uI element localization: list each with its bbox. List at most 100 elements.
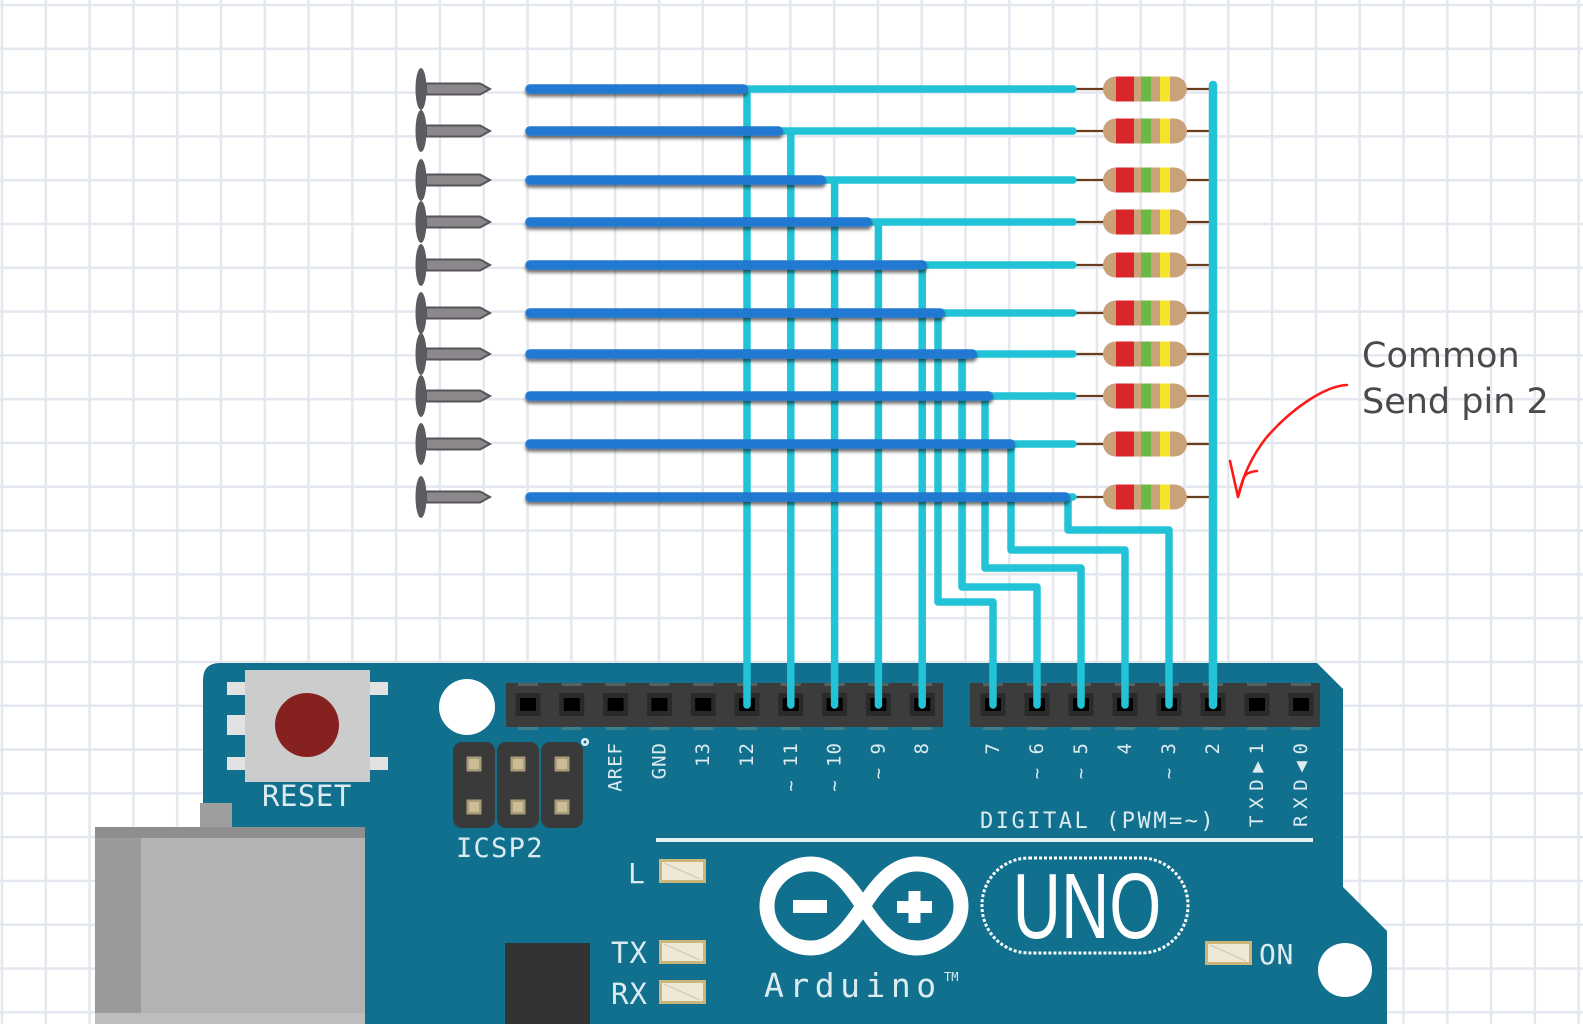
header-pin-12[interactable]: 12 [734, 683, 760, 767]
led-on: ON [1205, 938, 1294, 971]
digital-pwm-label: DIGITAL (PWM=~) [980, 809, 1216, 834]
resistor-1[interactable] [1073, 76, 1211, 102]
nail-head [415, 68, 427, 110]
resistor-band [1141, 118, 1151, 144]
nail-sensor-3[interactable] [415, 159, 493, 201]
nail-head [415, 292, 427, 334]
led-tx-label: TX [611, 936, 648, 970]
resistor-band [1116, 484, 1134, 510]
nail-shaft [425, 124, 493, 138]
resistor-band [1141, 484, 1151, 510]
resistor-9[interactable] [1073, 431, 1211, 457]
resistor-5[interactable] [1073, 252, 1211, 278]
resistor-band [1160, 383, 1170, 409]
resistor-band [1116, 76, 1134, 102]
trademark-label: TM [944, 970, 958, 984]
nail-head [415, 476, 427, 518]
resistor-band [1116, 167, 1134, 193]
uno-badge: UNO [980, 855, 1190, 959]
pin-label: 4 [1114, 742, 1136, 754]
resistor-band [1141, 431, 1151, 457]
pin-label: ~ 3 [1158, 742, 1180, 779]
nail-sensor-8[interactable] [415, 375, 493, 417]
nail-sensor-2[interactable] [415, 110, 493, 152]
resistor-band [1116, 431, 1134, 457]
silkscreen-divider [656, 838, 1313, 842]
resistor-7[interactable] [1073, 341, 1211, 367]
pin1-marker-icon [581, 738, 589, 746]
led-l: L [628, 857, 706, 890]
header-pin-unlabeled-1[interactable] [515, 683, 541, 730]
resistor-3[interactable] [1073, 167, 1211, 193]
nail-head [415, 201, 427, 243]
signal-wire-pin-7[interactable] [934, 309, 1077, 709]
resistor-10[interactable] [1073, 484, 1211, 510]
dark-component [505, 943, 590, 1024]
nail-head [415, 333, 427, 375]
nail-shaft [425, 347, 493, 361]
signal-wire-pin-11[interactable] [775, 127, 1077, 709]
minus-icon [793, 900, 827, 913]
header-pin-unlabeled-2[interactable] [559, 683, 585, 730]
arduino-infinity-logo-icon [759, 856, 969, 956]
nail-shaft [425, 258, 493, 272]
header-pin-AREF[interactable]: AREF [603, 683, 629, 792]
resistor-band [1160, 431, 1170, 457]
nail-shaft [425, 389, 493, 403]
resistor-8[interactable] [1073, 383, 1211, 409]
reset-button-cap[interactable] [275, 693, 339, 757]
nail-sensor-7[interactable] [415, 333, 493, 375]
nail-sensor-4[interactable] [415, 201, 493, 243]
header-pin-13[interactable]: 13 [690, 683, 716, 767]
resistor-2[interactable] [1073, 118, 1211, 144]
pin-label: 7 [982, 742, 1004, 754]
signal-wire-pin-9[interactable] [864, 218, 1077, 709]
nail-shaft [425, 490, 493, 504]
resistor-band [1160, 341, 1170, 367]
resistor-band [1160, 252, 1170, 278]
led-on-label: ON [1259, 938, 1294, 971]
reset-button[interactable] [227, 670, 388, 782]
sensor-wires [525, 84, 1070, 502]
nail-sensor-10[interactable] [415, 476, 493, 518]
annotation-line-1: Common [1362, 336, 1520, 376]
led-tx: TX [611, 936, 706, 970]
pin-label: GND [648, 742, 670, 779]
nail-shaft [425, 306, 493, 320]
pin-label: ~ 6 [1026, 742, 1048, 779]
led-l-label: L [628, 857, 645, 890]
mounting-hole-top [439, 679, 495, 735]
resistor-band [1160, 118, 1170, 144]
resistor-6[interactable] [1073, 300, 1211, 326]
signal-wire-pin-8[interactable] [918, 261, 1077, 709]
pin-label: 2 [1202, 742, 1224, 754]
icsp-label: ICSP2 [456, 833, 544, 864]
nail-head [415, 244, 427, 286]
nail-sensor-9[interactable] [415, 423, 493, 465]
resistor-band [1141, 209, 1151, 235]
nail-head [415, 159, 427, 201]
signal-wire-pin-5[interactable] [981, 392, 1085, 709]
header-pin-GND[interactable]: GND [646, 683, 672, 779]
pin-label: RXD◀0 [1290, 742, 1312, 827]
nail-sensor-6[interactable] [415, 292, 493, 334]
resistor-band [1116, 209, 1134, 235]
annotation-line-2: Send pin 2 [1362, 382, 1549, 422]
pin-label: ~ 11 [780, 742, 802, 792]
resistor-band [1141, 252, 1151, 278]
resistor-band [1141, 167, 1151, 193]
annotation-note[interactable]: Common Send pin 2 [1228, 336, 1549, 499]
header-pin-RXD◀0[interactable]: RXD◀0 [1288, 683, 1314, 827]
pin-label: 8 [911, 742, 933, 754]
resistor-4[interactable] [1073, 209, 1211, 235]
resistor-band [1160, 209, 1170, 235]
header-pin-TXD▶1[interactable]: TXD▶1 [1244, 683, 1270, 827]
signal-wire-pin-6[interactable] [958, 350, 1077, 709]
resistor-band [1116, 118, 1134, 144]
pin-label: ~ 10 [824, 742, 846, 792]
nail-sensor-1[interactable] [415, 68, 493, 110]
nail-sensor-5[interactable] [415, 244, 493, 286]
